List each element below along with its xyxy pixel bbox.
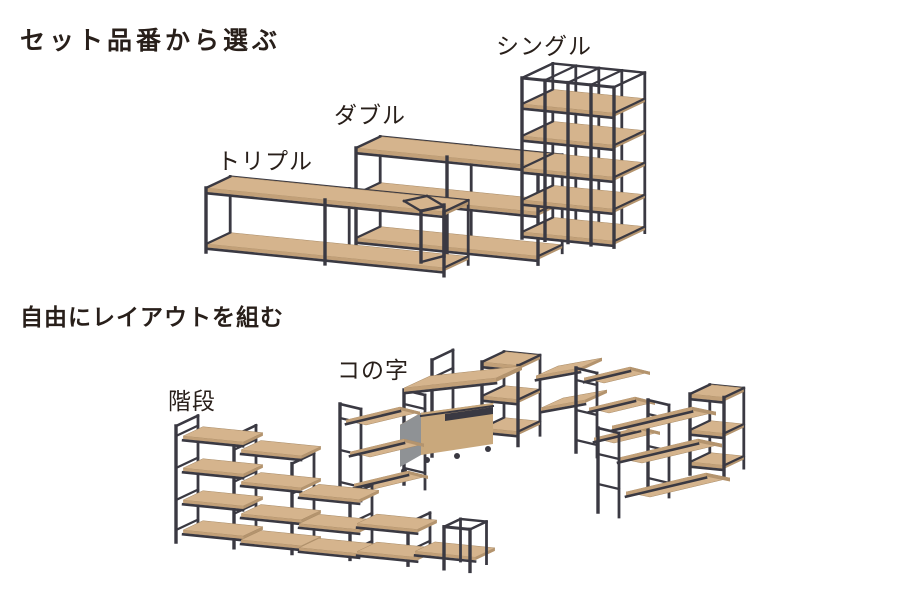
label-double: ダブル [334,102,406,128]
free-layout-section-heading: 自由にレイアウトを組む [20,304,284,330]
label-stairs: 階段 [168,388,216,414]
single-shelf-illustration [520,61,647,249]
u-shape-layout-illustration [338,348,746,519]
label-single: シングル [496,33,592,59]
stairs-layout-illustration [174,413,496,574]
set-section-heading: セット品番から選ぶ [20,27,282,55]
label-triple: トリプル [217,148,313,174]
triple-shelf-illustration [204,174,470,278]
label-u-shape: コの字 [337,357,409,383]
